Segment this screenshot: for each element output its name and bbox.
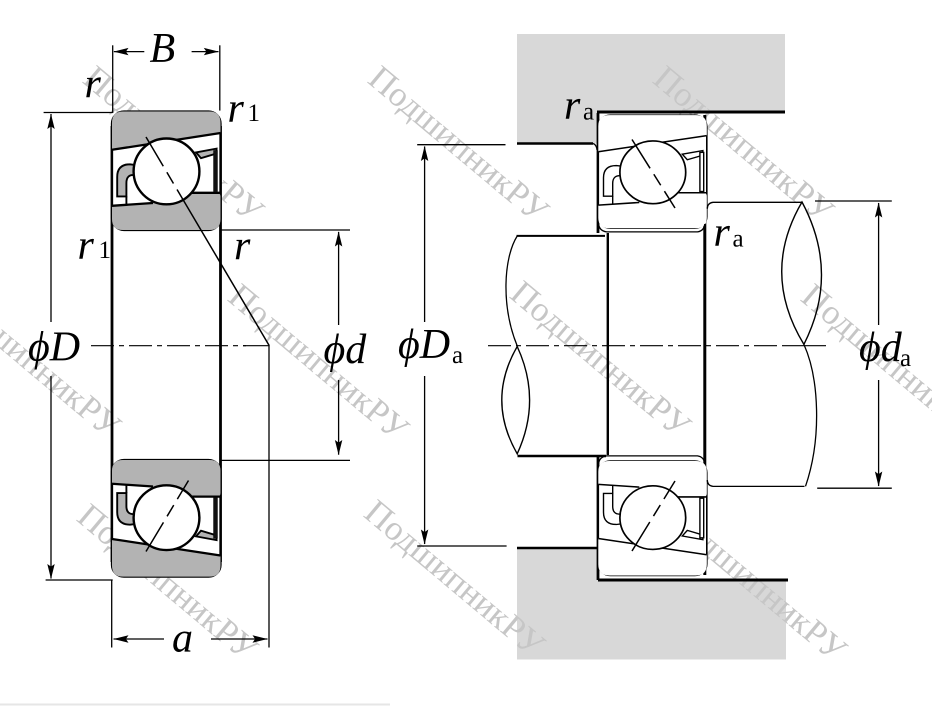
svg-text:ϕd: ϕd — [859, 325, 903, 371]
svg-text:r: r — [85, 62, 102, 108]
svg-text:a: a — [452, 342, 463, 369]
svg-text:1: 1 — [248, 100, 261, 127]
svg-text:ϕD: ϕD — [28, 325, 80, 371]
svg-text:a: a — [900, 345, 911, 372]
svg-text:a: a — [733, 226, 744, 253]
svg-text:a: a — [583, 99, 594, 126]
svg-text:ϕd: ϕd — [324, 327, 368, 373]
svg-text:r: r — [234, 224, 251, 270]
svg-text:ϕD: ϕD — [398, 322, 450, 368]
svg-text:r: r — [78, 223, 95, 269]
svg-text:B: B — [150, 26, 176, 72]
svg-text:r: r — [714, 210, 731, 256]
svg-text:r: r — [228, 86, 245, 132]
svg-text:1: 1 — [99, 237, 112, 264]
svg-text:r: r — [564, 83, 581, 129]
svg-text:a: a — [172, 616, 193, 662]
